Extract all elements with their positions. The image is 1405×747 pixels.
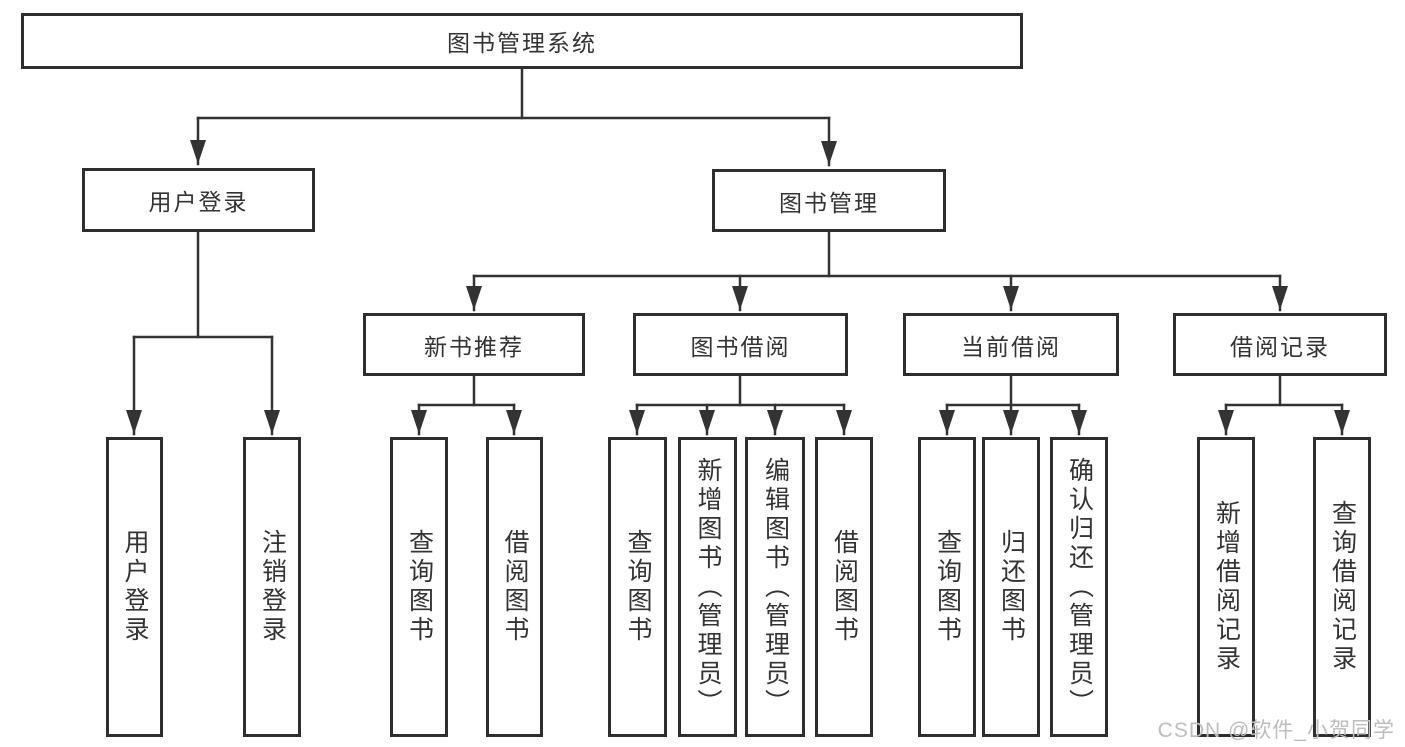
node-user-login-leaf: 用户登录 xyxy=(106,437,163,737)
node-label: 用户登录 xyxy=(121,529,149,645)
node-label: 新增图书（管理员） xyxy=(694,456,722,718)
node-label: 借阅图书 xyxy=(501,529,529,645)
node-label: 查询借阅记录 xyxy=(1328,500,1357,674)
node-book-management-system: 图书管理系统 xyxy=(21,13,1023,69)
node-label: 归还图书 xyxy=(997,529,1026,645)
node-book-management: 图书管理 xyxy=(712,169,946,232)
node-confirm-return-admin: 确认归还（管理员） xyxy=(1050,437,1108,737)
node-borrowing-records: 借阅记录 xyxy=(1173,313,1387,376)
node-borrow-books-borrow: 借阅图书 xyxy=(815,437,873,737)
node-query-books-newbook: 查询图书 xyxy=(390,437,448,737)
node-book-borrowing: 图书借阅 xyxy=(633,313,848,376)
node-label: 查询图书 xyxy=(405,529,434,645)
node-add-book-admin: 新增图书（管理员） xyxy=(678,437,737,737)
node-label: 注销登录 xyxy=(258,529,287,645)
node-current-borrowing: 当前借阅 xyxy=(903,313,1119,376)
csdn-watermark: CSDN @软件_小贺同学 xyxy=(1157,719,1395,742)
node-borrow-books-newbook: 借阅图书 xyxy=(486,437,543,737)
node-label: 新增借阅记录 xyxy=(1212,500,1241,674)
node-new-book-recommendation: 新书推荐 xyxy=(363,313,585,376)
node-edit-book-admin: 编辑图书（管理员） xyxy=(745,437,805,737)
node-label: 编辑图书（管理员） xyxy=(761,456,790,718)
node-label: 借阅图书 xyxy=(830,529,859,645)
node-query-books-borrow: 查询图书 xyxy=(608,437,667,737)
node-query-books-current: 查询图书 xyxy=(918,437,976,737)
node-query-borrow-record: 查询借阅记录 xyxy=(1313,437,1371,737)
node-label: 查询图书 xyxy=(624,529,652,645)
node-add-borrow-record: 新增借阅记录 xyxy=(1197,437,1255,737)
node-user-login: 用户登录 xyxy=(82,168,315,232)
node-logout: 注销登录 xyxy=(243,437,301,737)
node-label: 确认归还（管理员） xyxy=(1065,456,1094,718)
node-label: 查询图书 xyxy=(933,529,962,645)
node-return-books: 归还图书 xyxy=(982,437,1040,737)
